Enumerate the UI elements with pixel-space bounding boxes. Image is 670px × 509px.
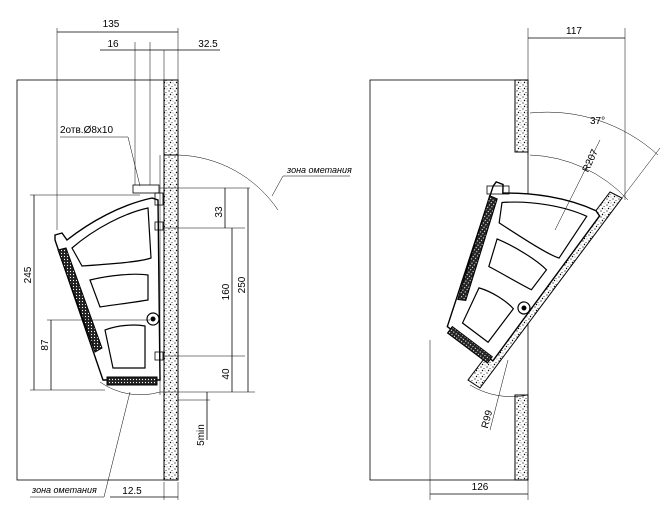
holes-label: 2отв.Ø8x10 — [60, 125, 113, 136]
mechanism-window-top — [71, 207, 152, 267]
dim-87: 87 — [40, 339, 51, 351]
bottom-bar — [106, 376, 158, 386]
right-view: 117 37° R207 R99 126 — [369, 26, 661, 500]
dim-40: 40 — [221, 368, 232, 380]
dim-16: 16 — [107, 39, 119, 50]
wall-panel-upper-right — [514, 79, 529, 153]
sweep-arc-top — [177, 154, 279, 211]
door-panel — [163, 154, 179, 481]
left-view: 135 16 32.5 2отв.Ø8x10 зона ометания зон… — [16, 19, 352, 500]
sweep-zone-label-bottom: зона ометания — [31, 485, 97, 495]
angle-arc — [529, 111, 659, 156]
dim-250: 250 — [237, 276, 248, 293]
wall-panel-lower-right — [514, 394, 529, 481]
dim-117: 117 — [566, 26, 582, 37]
wall-panel-upper — [163, 79, 179, 156]
dim-r207: R207 — [581, 147, 601, 174]
dim-12-5: 12.5 — [122, 486, 142, 497]
dim-160: 160 — [221, 283, 232, 300]
dim-135: 135 — [103, 19, 120, 30]
dim-126: 126 — [472, 482, 489, 493]
dim-245: 245 — [23, 266, 34, 283]
dim-r99: R99 — [480, 409, 495, 430]
mechanism-window-middle — [89, 273, 149, 308]
radius-arc-207 — [529, 154, 629, 201]
sweep-arc-bottom — [99, 381, 161, 396]
dim-32-5: 32.5 — [198, 39, 218, 50]
mechanism-window-bottom — [104, 324, 146, 369]
dim-5min: 5min — [196, 424, 207, 446]
sweep-zone-label-top: зона ометания — [286, 165, 352, 175]
dim-angle-37: 37° — [590, 116, 605, 127]
gas-strut — [57, 247, 103, 353]
dim-33: 33 — [214, 206, 225, 218]
top-bracket — [132, 184, 160, 194]
